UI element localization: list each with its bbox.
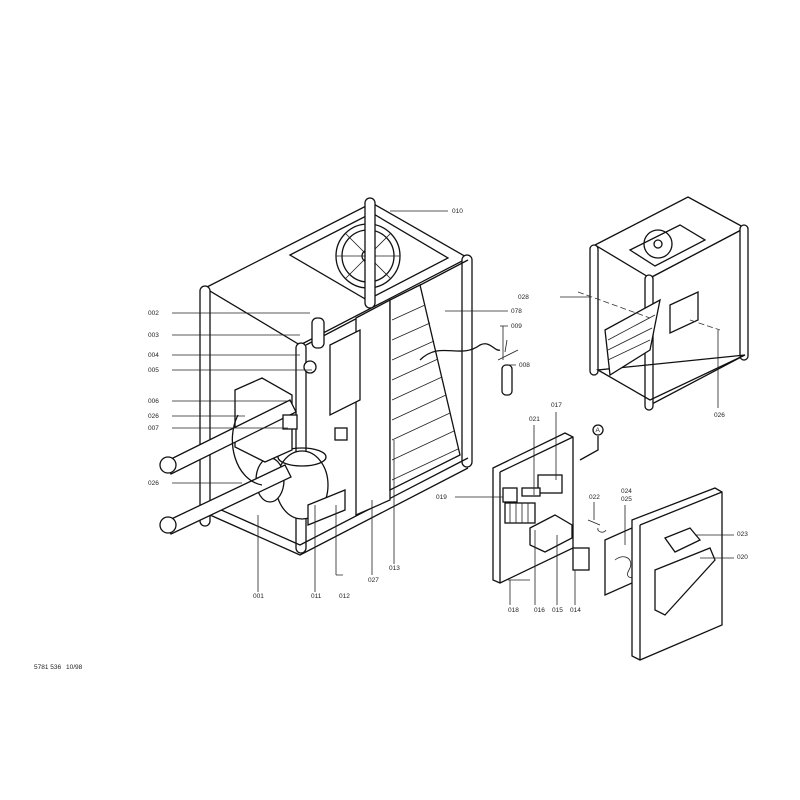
part-label: 009: [511, 323, 522, 330]
part-label: 018: [508, 607, 519, 614]
frame-post: [199, 285, 211, 527]
part-label: 026: [714, 412, 725, 419]
condenser-coil: [389, 284, 461, 492]
detail-marker: A: [596, 427, 601, 434]
part-label: 027: [368, 577, 379, 584]
part-label: 008: [519, 362, 530, 369]
part-label: 007: [148, 425, 159, 432]
part-label: 025: [621, 496, 632, 503]
part-label: 028: [518, 294, 529, 301]
part-label: 002: [148, 310, 159, 317]
terminal-strip: [529, 514, 573, 553]
part-label: 026: [148, 480, 159, 487]
part-label: 014: [570, 607, 581, 614]
terminal-block: [307, 489, 346, 526]
handle-pocket: [654, 547, 716, 616]
part-label: 012: [339, 593, 350, 600]
duct-box: [329, 328, 361, 417]
part-label: 006: [148, 398, 159, 405]
frame-post: [461, 254, 473, 468]
part-label: 013: [389, 565, 400, 572]
part-label: 017: [551, 402, 562, 409]
part-label: 019: [436, 494, 447, 501]
valve: [282, 414, 298, 430]
unit-overview: [577, 196, 749, 411]
switch-cover: [572, 547, 590, 571]
part-label: 022: [589, 494, 600, 501]
part-labels: 010 002 003 004 005 006 026 007 026 078 …: [148, 208, 748, 614]
timer: [537, 474, 563, 494]
solenoid: [303, 360, 317, 374]
part-label: 004: [148, 352, 159, 359]
pipe-nut: [159, 456, 177, 474]
leader-lines: [172, 210, 734, 605]
part-label: 016: [534, 607, 545, 614]
accumulator: [501, 364, 513, 396]
part-label: 001: [253, 593, 264, 600]
footer: 5781 536 10/98: [34, 664, 83, 671]
pipe-nut: [159, 516, 177, 534]
control-box: [492, 424, 607, 584]
part-label: 078: [511, 308, 522, 315]
relay: [334, 427, 348, 441]
display-panel: [663, 527, 702, 553]
drawing-number: 5781 536: [34, 664, 61, 671]
main-unit: [159, 197, 519, 556]
part-label: 005: [148, 367, 159, 374]
part-label: 011: [311, 593, 322, 600]
filter-drier: [311, 317, 325, 349]
part-label: 010: [452, 208, 463, 215]
drawing-date: 10/98: [66, 664, 83, 671]
door-panel: [604, 487, 723, 661]
part-label: 024: [621, 488, 632, 495]
part-label: 015: [552, 607, 563, 614]
part-label: 026: [148, 413, 159, 420]
part-label: 003: [148, 332, 159, 339]
part-label: 020: [737, 554, 748, 561]
part-label: 023: [737, 531, 748, 538]
contactor: [502, 487, 518, 503]
frame-post: [364, 197, 376, 309]
divider-wall: [355, 298, 391, 516]
part-label: 021: [529, 416, 540, 423]
